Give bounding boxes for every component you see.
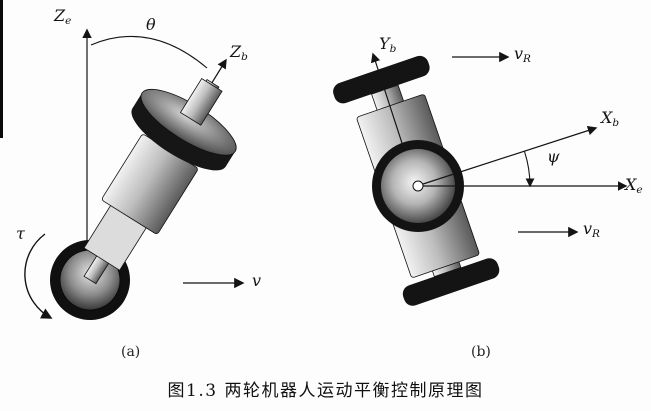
xb-axis-arrow — [419, 125, 598, 186]
scan-edge-artifact — [0, 0, 3, 138]
xb-label-base: X — [601, 108, 613, 127]
ze-axis-label: Ze — [54, 8, 71, 27]
panel-a-tag: (a) — [121, 344, 141, 360]
torque-arrow — [24, 233, 53, 319]
xe-label-base: X — [625, 175, 637, 194]
psi-angle-label: ψ — [547, 147, 560, 166]
theta-angle-label: θ — [146, 15, 156, 34]
robot-side-view — [50, 78, 237, 320]
zb-axis-label: Zb — [230, 44, 248, 63]
yb-axis-label: Yb — [379, 36, 396, 55]
xe-axis-label: Xe — [625, 177, 643, 196]
vr-top-label-sub: R — [523, 53, 531, 65]
ze-label-base: Z — [54, 6, 66, 25]
ze-label-sub: e — [65, 15, 72, 27]
vr-bottom-label-base: v — [583, 219, 593, 238]
vr-bottom-label: vR — [583, 221, 600, 240]
zb-label-base: Z — [230, 42, 242, 61]
xb-axis-label: Xb — [601, 110, 619, 129]
wheel-bottom — [402, 258, 500, 306]
v-velocity-label: v — [252, 271, 262, 290]
vr-top-label-base: v — [514, 44, 524, 63]
figure-caption: 图1.3 两轮机器人运动平衡控制原理图 — [167, 381, 484, 401]
vr-top-label: vR — [514, 46, 531, 65]
yb-label-sub: b — [389, 43, 397, 55]
tau-torque-label: τ — [16, 224, 25, 243]
xb-label-sub: b — [612, 117, 620, 129]
top-collar — [179, 78, 223, 126]
panel-b-tag: (b) — [471, 344, 491, 360]
xe-label-sub: e — [636, 184, 643, 196]
theta-arc — [90, 35, 208, 69]
psi-arc — [523, 151, 535, 188]
vr-bottom-label-sub: R — [592, 228, 600, 240]
yb-label-base: Y — [379, 34, 390, 53]
zb-label-sub: b — [241, 51, 248, 63]
disc-center-dot — [412, 180, 424, 192]
